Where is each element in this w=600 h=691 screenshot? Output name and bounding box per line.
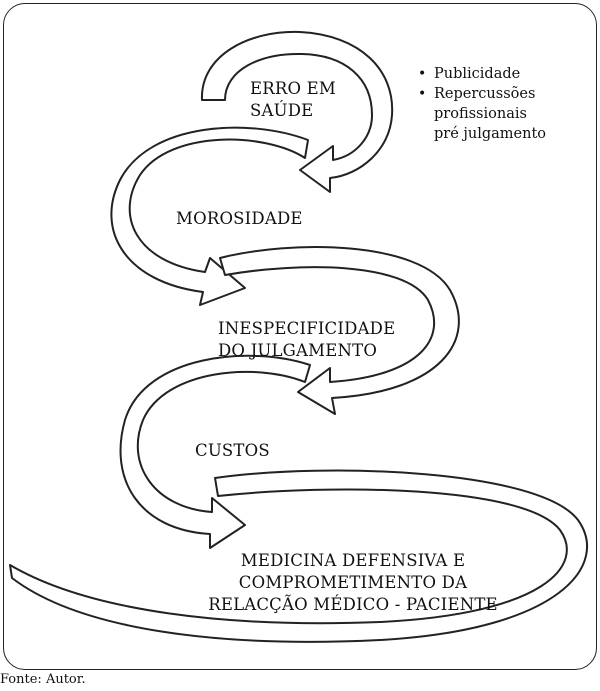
note-item: • Repercussões profissionais pré julgame… bbox=[418, 84, 546, 144]
note-item: • Publicidade bbox=[418, 64, 546, 84]
arrow-inespecificidade bbox=[219, 246, 460, 415]
note-1-line1: Publicidade bbox=[434, 66, 521, 82]
stage-5-line3: RELACÇÃO MÉDICO - PACIENTE bbox=[208, 595, 498, 614]
side-notes-list: • Publicidade • Repercussões profissiona… bbox=[418, 64, 546, 144]
bullet-icon: • bbox=[418, 86, 427, 102]
stage-erro-em-saude: ERRO EM SAÚDE bbox=[250, 78, 336, 122]
stage-4-line1: CUSTOS bbox=[195, 441, 270, 460]
note-2-line2: profissionais bbox=[434, 106, 527, 122]
stage-3-line1: INESPECIFICIDADE bbox=[218, 319, 396, 338]
stage-5-line1: MEDICINA DEFENSIVA E bbox=[240, 551, 466, 570]
stage-2-line1: MOROSIDADE bbox=[176, 209, 303, 228]
arrow-erro-em-saude bbox=[200, 30, 394, 193]
arrow-custos bbox=[119, 354, 311, 549]
arrow-morosidade bbox=[110, 126, 309, 306]
diagram-frame bbox=[3, 3, 597, 670]
stage-5-line2: COMPROMETIMENTO DA bbox=[238, 573, 468, 592]
arrow-medicina-defensiva bbox=[9, 469, 588, 643]
stage-3-line2: DO JULGAMENTO bbox=[218, 341, 378, 360]
note-2-line3: pré julgamento bbox=[434, 126, 547, 142]
stage-1-line2: SAÚDE bbox=[250, 101, 314, 120]
stage-morosidade: MOROSIDADE bbox=[176, 208, 303, 230]
stage-medicina-defensiva: MEDICINA DEFENSIVA E COMPROMETIMENTO DA … bbox=[208, 550, 498, 616]
note-2-line1: Repercussões bbox=[434, 86, 536, 102]
source-caption: Fonte: Autor. bbox=[0, 672, 86, 687]
stage-inespecificidade: INESPECIFICIDADE DO JULGAMENTO bbox=[218, 318, 395, 362]
bullet-icon: • bbox=[418, 66, 427, 82]
stage-1-line1: ERRO EM bbox=[250, 79, 337, 98]
stage-custos: CUSTOS bbox=[195, 440, 270, 462]
